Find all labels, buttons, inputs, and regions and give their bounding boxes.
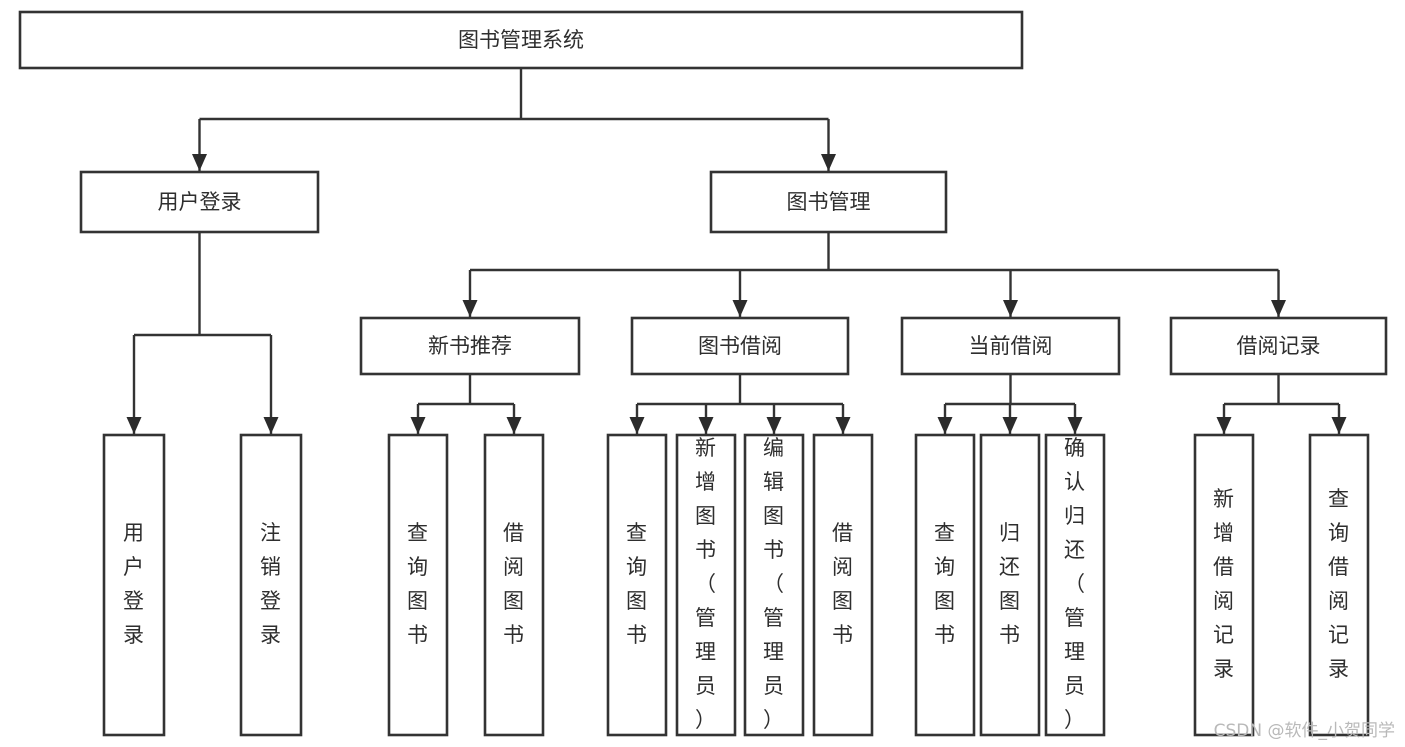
- csdn-watermark: CSDN @软件_小贺同学: [1213, 721, 1395, 741]
- node-label: 借阅记录: [1237, 334, 1321, 358]
- node-label: 确认归还（管理员）: [1064, 436, 1086, 732]
- arrow-head-icon: [1067, 417, 1083, 434]
- node-box[interactable]: [102, 433, 166, 737]
- node-layer: 图书管理系统用户登录图书管理新书推荐图书借阅当前借阅借阅记录用户登录注销登录查询…: [18, 10, 1388, 737]
- node-box[interactable]: [979, 433, 1041, 737]
- node-label: 图书管理: [787, 190, 871, 214]
- node-box[interactable]: [630, 316, 850, 376]
- node-label: 借阅图书: [832, 521, 854, 647]
- arrow-head-icon: [732, 300, 748, 317]
- arrow-head-icon: [766, 417, 782, 434]
- node-leaf-1[interactable]: 注销登录: [239, 433, 303, 737]
- arrow-head-icon: [1331, 417, 1347, 434]
- arrow-head-icon: [462, 300, 478, 317]
- arrow-head-icon: [698, 417, 714, 434]
- node-leaf-9[interactable]: 归还图书: [979, 433, 1041, 737]
- arrow-head-icon: [629, 417, 645, 434]
- node-level1-1[interactable]: 图书管理: [709, 170, 948, 234]
- node-box[interactable]: [1169, 316, 1388, 376]
- node-box[interactable]: [812, 433, 874, 737]
- arrow-head-icon: [506, 417, 522, 434]
- node-box[interactable]: [1044, 433, 1106, 737]
- node-box[interactable]: [709, 170, 948, 234]
- node-level2-2[interactable]: 当前借阅: [900, 316, 1121, 376]
- node-leaf-11[interactable]: 新增借阅记录: [1193, 433, 1255, 737]
- node-label: 新增借阅记录: [1213, 487, 1235, 681]
- node-label: 查询借阅记录: [1328, 487, 1350, 681]
- node-leaf-0[interactable]: 用户登录: [102, 433, 166, 737]
- arrow-head-icon: [192, 154, 207, 171]
- node-label: 注销登录: [260, 521, 282, 647]
- node-leaf-10[interactable]: 确认归还（管理员）: [1044, 433, 1106, 737]
- node-box[interactable]: [606, 433, 668, 737]
- node-box[interactable]: [1193, 433, 1255, 737]
- node-label: 归还图书: [999, 521, 1021, 647]
- node-box[interactable]: [900, 316, 1121, 376]
- node-leaf-12[interactable]: 查询借阅记录: [1308, 433, 1370, 737]
- arrow-head-icon: [1002, 417, 1018, 434]
- arrow-head-icon: [410, 417, 426, 434]
- node-leaf-5[interactable]: 新增图书（管理员）: [675, 433, 737, 737]
- arrow-head-icon: [126, 417, 142, 434]
- node-label: 新增图书（管理员）: [695, 436, 717, 732]
- node-box[interactable]: [239, 433, 303, 737]
- node-box[interactable]: [79, 170, 320, 234]
- node-level2-0[interactable]: 新书推荐: [359, 316, 581, 376]
- arrow-head-icon: [1271, 300, 1286, 317]
- node-box[interactable]: [18, 10, 1024, 70]
- node-leaf-2[interactable]: 查询图书: [387, 433, 449, 737]
- arrow-head-icon: [1003, 300, 1018, 317]
- arrow-head-icon: [263, 417, 279, 434]
- node-leaf-6[interactable]: 编辑图书（管理员）: [743, 433, 805, 737]
- node-label: 编辑图书（管理员）: [763, 436, 785, 732]
- node-label: 图书借阅: [698, 334, 782, 358]
- node-label: 查询图书: [934, 521, 956, 647]
- node-label: 借阅图书: [503, 521, 525, 647]
- node-label: 当前借阅: [969, 334, 1053, 358]
- node-level2-1[interactable]: 图书借阅: [630, 316, 850, 376]
- arrow-head-icon: [937, 417, 953, 434]
- node-leaf-8[interactable]: 查询图书: [914, 433, 976, 737]
- node-box[interactable]: [914, 433, 976, 737]
- node-label: 图书管理系统: [458, 28, 584, 52]
- arrow-head-icon: [1216, 417, 1232, 434]
- node-label: 用户登录: [123, 521, 145, 647]
- node-box[interactable]: [359, 316, 581, 376]
- node-label: 查询图书: [626, 521, 648, 647]
- node-root-system[interactable]: 图书管理系统: [18, 10, 1024, 70]
- node-leaf-7[interactable]: 借阅图书: [812, 433, 874, 737]
- arrow-head-icon: [835, 417, 851, 434]
- node-leaf-3[interactable]: 借阅图书: [483, 433, 545, 737]
- node-level2-3[interactable]: 借阅记录: [1169, 316, 1388, 376]
- node-box[interactable]: [675, 433, 737, 737]
- node-box[interactable]: [743, 433, 805, 737]
- node-box[interactable]: [1308, 433, 1370, 737]
- node-level1-0[interactable]: 用户登录: [79, 170, 320, 234]
- connector-layer: [126, 68, 1347, 434]
- node-box[interactable]: [387, 433, 449, 737]
- arrow-head-icon: [821, 154, 836, 171]
- node-label: 查询图书: [407, 521, 429, 647]
- node-label: 用户登录: [158, 190, 242, 214]
- node-label: 新书推荐: [428, 334, 512, 358]
- node-leaf-4[interactable]: 查询图书: [606, 433, 668, 737]
- node-box[interactable]: [483, 433, 545, 737]
